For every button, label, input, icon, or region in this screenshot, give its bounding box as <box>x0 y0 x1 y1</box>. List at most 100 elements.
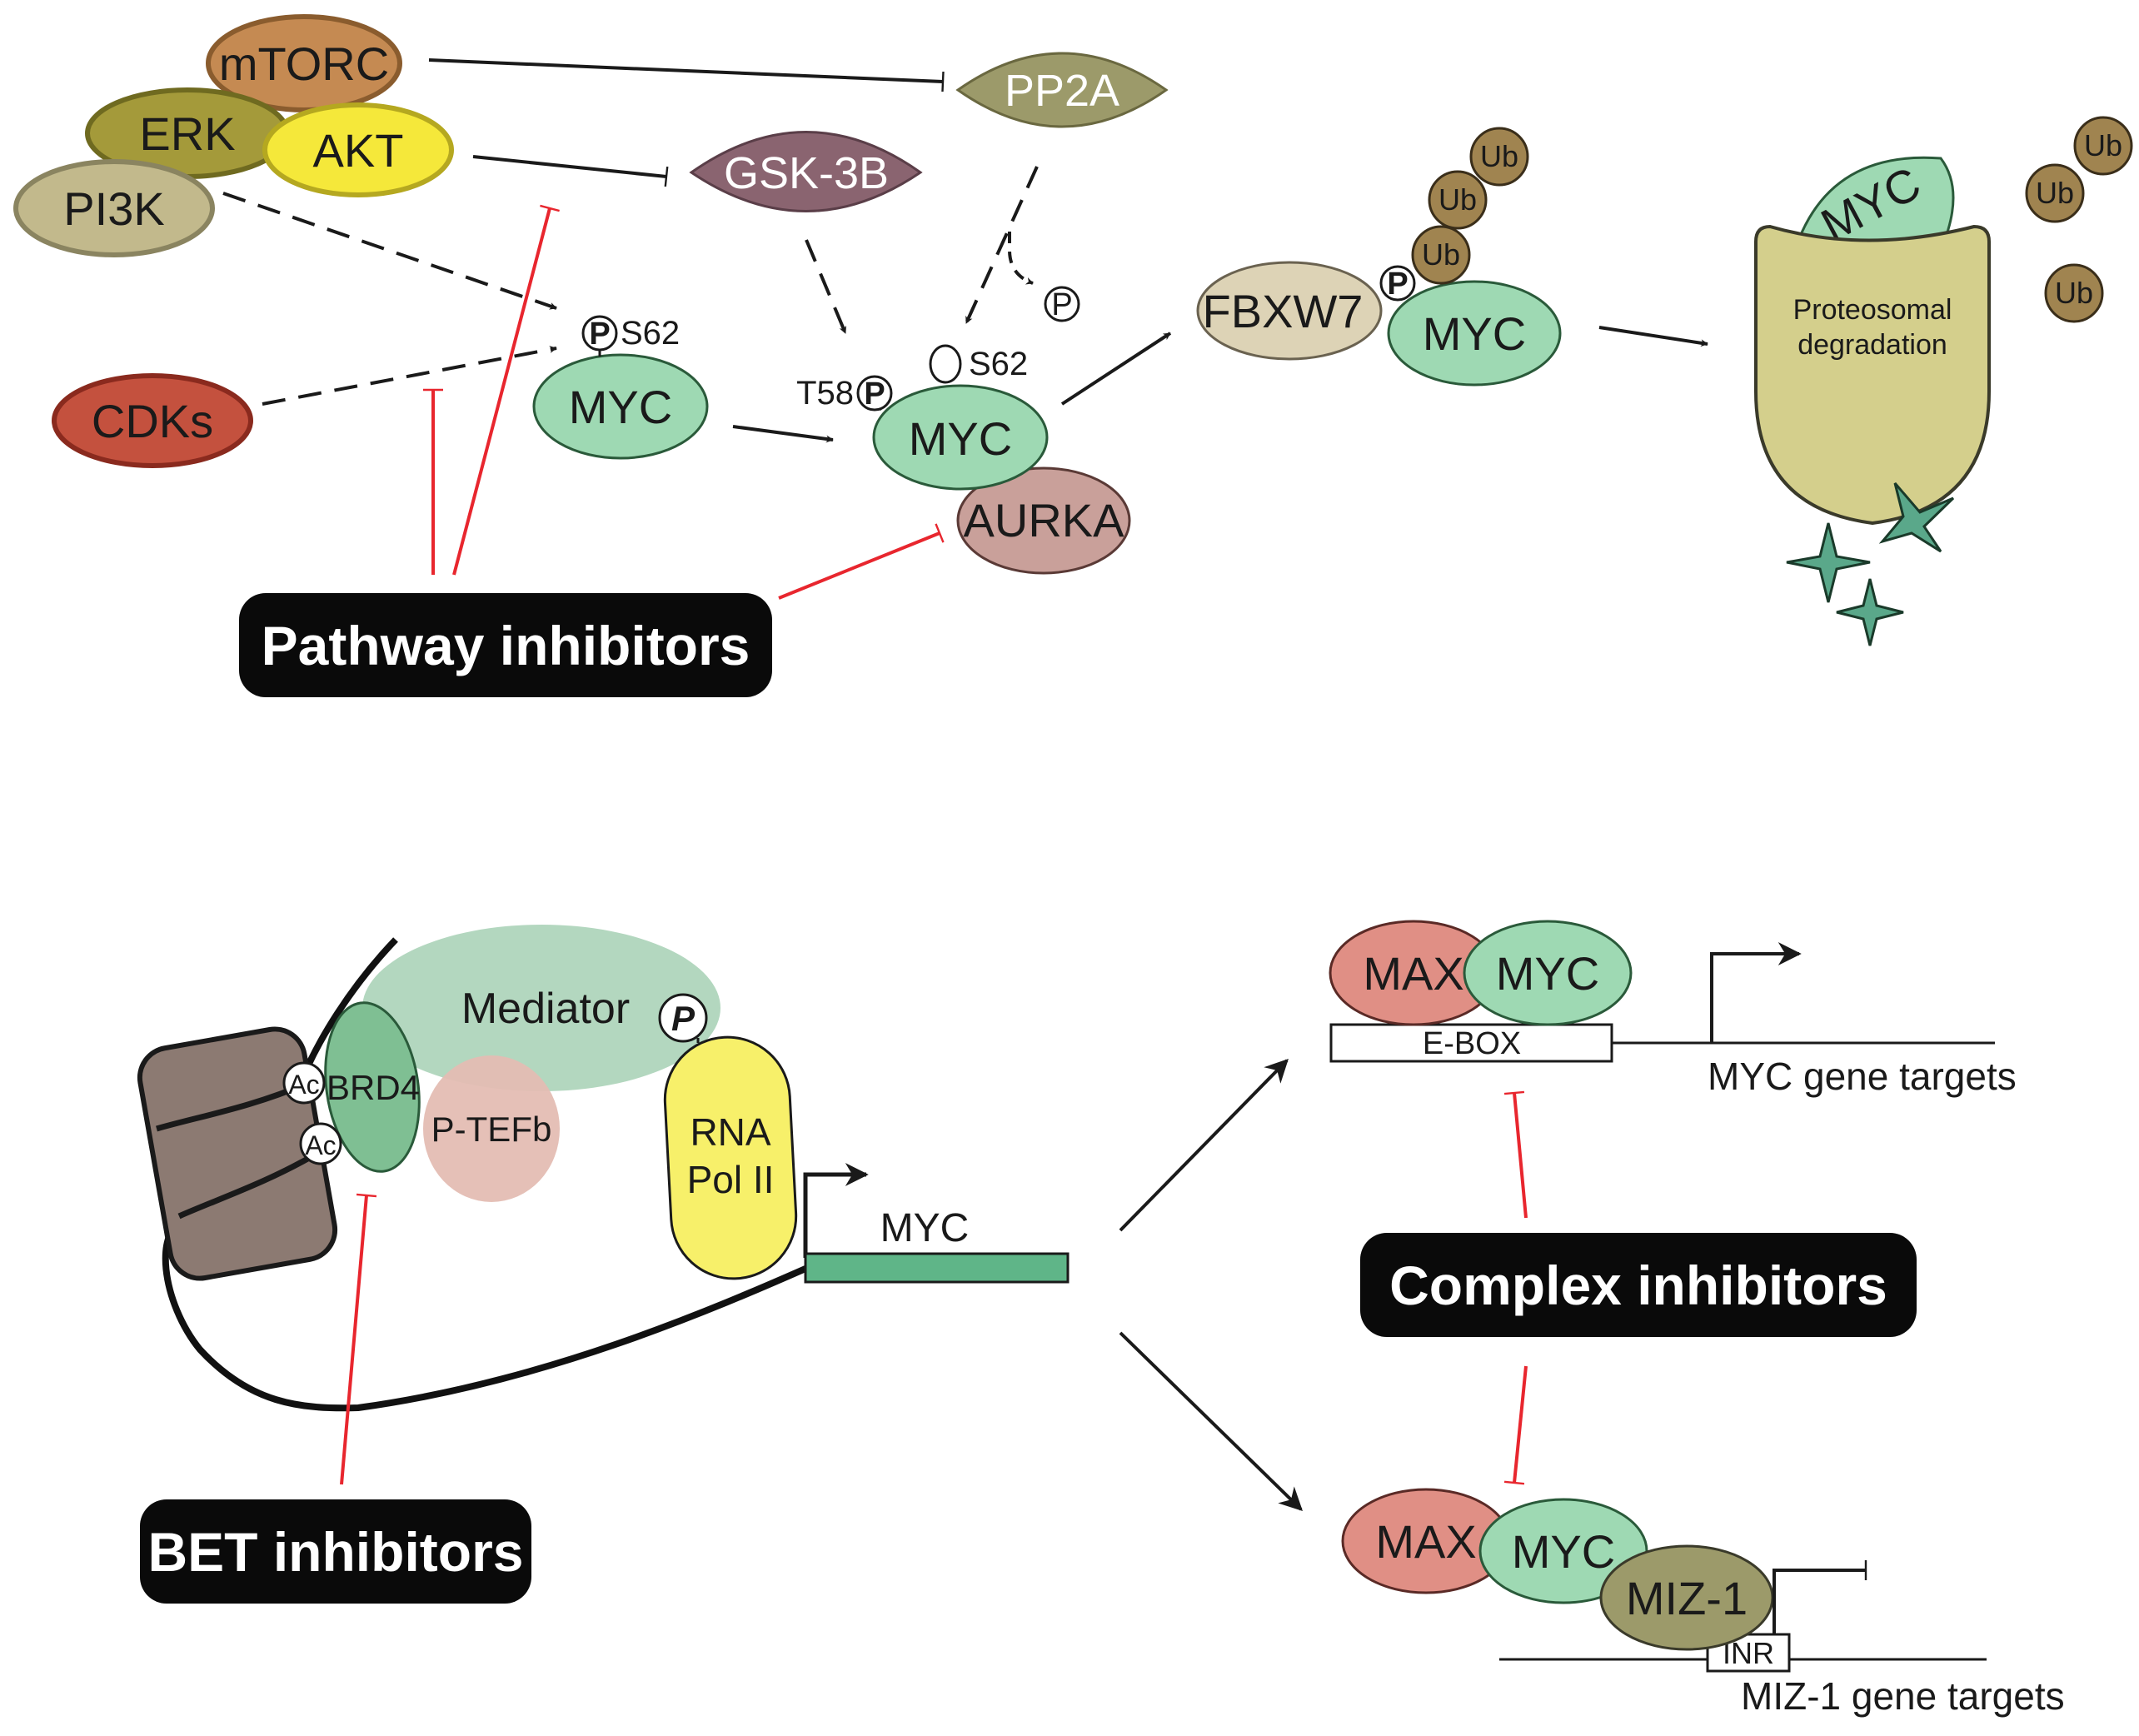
erk-node: ERK <box>85 87 290 179</box>
proteasome-label-2: degradation <box>1797 329 1947 361</box>
myc-to-myc-arrow <box>732 425 834 443</box>
svg-text:Ub: Ub <box>2084 128 2122 162</box>
rna-pol-ii-node: RNA Pol II P <box>658 993 798 1280</box>
bet-inhibitors-bg <box>140 1499 531 1604</box>
rna-pol-label-1: RNA <box>690 1110 770 1154</box>
gsk3b-node: GSK-3B <box>689 131 923 212</box>
empty-s62-site <box>929 344 962 384</box>
proteasome-label-1: Proteosomal <box>1793 294 1952 326</box>
myc-gene-box <box>804 1252 1070 1284</box>
fbxw7-label: FBXW7 <box>1203 285 1364 337</box>
bet-inhibitor-to-brd4 <box>340 1193 377 1485</box>
myc-label: MYC <box>569 381 672 433</box>
degradation-fragments <box>1786 482 1955 646</box>
gsk3b-label: GSK-3B <box>724 148 889 198</box>
phospho-t58-badge <box>856 375 893 412</box>
myc-gene: MYC <box>803 1163 1070 1284</box>
s62-label: S62 <box>621 315 680 352</box>
svg-text:Ub: Ub <box>1422 237 1460 272</box>
ptefb-label: P-TEFb <box>431 1110 552 1149</box>
svg-text:Ub: Ub <box>1480 139 1518 173</box>
myc-miz-node: MYC <box>1478 1498 1648 1604</box>
pp2a-dephospho-arrow <box>1008 232 1034 285</box>
free-ub-3: Ub <box>2044 263 2104 323</box>
brd4-node: BRD4 <box>324 1001 421 1173</box>
svg-text:P: P <box>1051 287 1072 322</box>
branch-to-miz1 <box>1119 1331 1304 1511</box>
kinase-cluster: mTORC ERK AKT PI3K CDKs <box>13 14 454 468</box>
svg-text:P: P <box>864 377 885 412</box>
miz1-label: MIZ-1 <box>1626 1572 1748 1624</box>
acetyl-mark-2: Ac <box>299 1122 342 1165</box>
svg-text:Ub: Ub <box>2055 276 2093 310</box>
mediator-label: Mediator <box>461 985 630 1033</box>
myc-t58-node: MYC P T58 S62 <box>796 344 1049 491</box>
fragment-3 <box>1836 578 1904 646</box>
myc-targets-label: MYC gene targets <box>1708 1055 2017 1098</box>
max-label-2: MAX <box>1375 1515 1476 1568</box>
fragment-1 <box>1878 482 1955 553</box>
akt-inhibits-gsk3b <box>472 155 669 187</box>
ubiquitin-chain: Ub Ub Ub <box>1411 127 1529 285</box>
ub-3: Ub <box>1469 127 1529 187</box>
gsk3b-to-myc-arrow <box>805 239 847 334</box>
proteasome-barrel <box>1754 224 1991 526</box>
released-phosphate: P <box>1044 286 1080 322</box>
mtorc-node: mTORC <box>206 14 402 112</box>
mediator-node: Mediator <box>362 925 720 1091</box>
s62-label-2: S62 <box>969 346 1028 382</box>
phospho-s62-badge <box>581 315 618 352</box>
myc-label-2: MYC <box>909 412 1012 465</box>
pathway-inhibitor-to-aurka <box>778 523 945 600</box>
mtorc-label: mTORC <box>219 37 389 90</box>
pathway-inhibitors-bg <box>239 593 772 697</box>
mtorc-inhibits-pp2a <box>428 58 945 92</box>
svg-text:Ac: Ac <box>288 1070 319 1100</box>
complex-inhibitors-pill: Complex inhibitors <box>1360 1233 1917 1337</box>
ub-2: Ub <box>1428 170 1488 230</box>
myc-tss-arrow <box>803 1163 869 1258</box>
proteasome: MYC Proteosomal degradation <box>1754 157 1991 526</box>
ub-1: Ub <box>1411 225 1471 285</box>
erk-label: ERK <box>139 107 235 160</box>
cdks-label: CDKs <box>92 395 213 447</box>
complex-inhibitor-to-ebox <box>1503 1090 1528 1219</box>
phospho-fbxw7-badge <box>1379 265 1416 302</box>
pi3k-node: PI3K <box>13 159 215 257</box>
pathway-inhibitor-to-akt <box>452 204 560 576</box>
myc-label-4: MYC <box>1496 947 1599 1000</box>
svg-text:Ub: Ub <box>2036 176 2074 210</box>
myc-label-5: MYC <box>1512 1525 1615 1578</box>
miz1-targets-label: MIZ-1 gene targets <box>1741 1674 2065 1718</box>
svg-text:P: P <box>589 317 610 352</box>
max-myc-complex: E-BOX MAX MYC MYC gene targets <box>1329 920 2017 1098</box>
svg-text:P: P <box>671 999 696 1038</box>
akt-label: AKT <box>313 124 404 177</box>
fbxw7-node: FBXW7 <box>1196 261 1383 361</box>
pp2a-to-myc-arrow <box>965 166 1039 324</box>
myc-label-3: MYC <box>1423 307 1526 360</box>
myc-to-fbxw7-arrow <box>1060 332 1172 406</box>
pp2a-label: PP2A <box>1005 66 1119 116</box>
bet-inhibitors-pill: BET inhibitors <box>140 1499 531 1604</box>
rna-pol-label-2: Pol II <box>687 1158 775 1201</box>
myc-gene-label: MYC <box>880 1206 970 1250</box>
to-degradation-arrow <box>1598 326 1708 347</box>
free-ub-2: Ub <box>2025 163 2085 223</box>
pi3k-label: PI3K <box>63 182 164 235</box>
pathway-inhibitors-pill: Pathway inhibitors <box>239 593 772 697</box>
complex-inhibitors-label: Complex inhibitors <box>1389 1255 1887 1316</box>
complex-inhibitor-to-miz1 <box>1503 1365 1528 1485</box>
free-ubiquitins: Ub Ub Ub <box>2025 116 2133 323</box>
myc-fbxw7-node: MYC P <box>1379 265 1562 387</box>
bet-inhibitors-label: BET inhibitors <box>148 1521 524 1583</box>
complex-inhibitors-bg <box>1360 1233 1917 1337</box>
branch-to-max-myc <box>1119 1059 1289 1232</box>
brd4-label: BRD4 <box>327 1068 420 1107</box>
ebox-box <box>1329 1023 1613 1063</box>
pol-phospho-badge <box>658 993 708 1043</box>
miz1-node: MIZ-1 <box>1599 1544 1774 1651</box>
pi3k-to-myc-arrow <box>222 192 557 310</box>
